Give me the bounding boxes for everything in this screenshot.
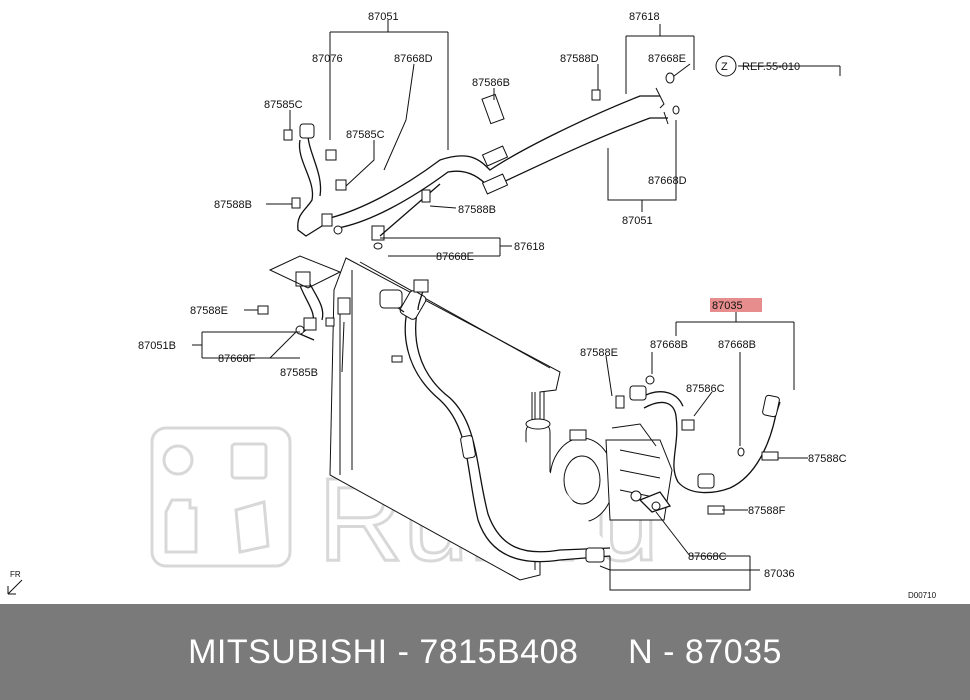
label-87588e-left[interactable]: 87588E (190, 305, 228, 317)
label-87588c[interactable]: 87588C (808, 453, 847, 465)
diagram-code: D00710 (908, 591, 937, 600)
label-87668b-b[interactable]: 87668B (718, 339, 756, 351)
parts-diagram: Ruli.ru (7, 11, 937, 600)
label-87588f[interactable]: 87588F (748, 505, 786, 517)
label-87668b-a[interactable]: 87668B (650, 339, 688, 351)
label-87668e-top[interactable]: 87668E (648, 53, 686, 65)
label-87051b[interactable]: 87051B (138, 340, 176, 352)
label-87051-right[interactable]: 87051 (622, 215, 653, 227)
pipe-87051b (268, 255, 342, 341)
footer-part-number: MITSUBISHI - 7815B408 N - 87035 (188, 632, 782, 671)
pipes-top (297, 87, 669, 241)
label-87588d[interactable]: 87588D (560, 53, 599, 65)
hose-87036 (379, 279, 611, 563)
label-87668e-mid[interactable]: 87668E (436, 251, 474, 263)
small-parts (257, 72, 779, 515)
label-87051-top[interactable]: 87051 (368, 11, 399, 23)
label-87076[interactable]: 87076 (312, 53, 343, 65)
label-ref[interactable]: REF.55-010 (742, 61, 800, 73)
leader-lines (192, 20, 841, 591)
label-87585b[interactable]: 87585B (280, 367, 318, 379)
front-arrow-icon: FR (7, 570, 23, 595)
label-87588e-mid[interactable]: 87588E (580, 347, 618, 359)
label-87586b[interactable]: 87586B (472, 77, 510, 89)
highlight-87035 (710, 298, 762, 312)
label-87588b-mid[interactable]: 87588B (458, 204, 496, 216)
label-87588b-left[interactable]: 87588B (214, 199, 252, 211)
label-87668d-right[interactable]: 87668D (648, 175, 687, 187)
label-87618-top[interactable]: 87618 (629, 11, 660, 23)
label-87036[interactable]: 87036 (764, 568, 795, 580)
label-87586c[interactable]: 87586C (686, 383, 725, 395)
label-87035[interactable]: 87035 (712, 300, 743, 312)
fr-label: FR (10, 570, 21, 579)
label-87668d-top[interactable]: 87668D (394, 53, 433, 65)
footer-bar: MITSUBISHI - 7815B408 N - 87035 (0, 604, 970, 700)
label-87668c[interactable]: 87668C (688, 551, 727, 563)
label-87585c-b[interactable]: 87585C (346, 129, 385, 141)
ref-z-label: Z (721, 61, 728, 73)
label-87585c-a[interactable]: 87585C (264, 99, 303, 111)
hose-87035 (629, 385, 781, 513)
label-87668f[interactable]: 87668F (218, 353, 256, 365)
label-87618-mid[interactable]: 87618 (514, 241, 545, 253)
